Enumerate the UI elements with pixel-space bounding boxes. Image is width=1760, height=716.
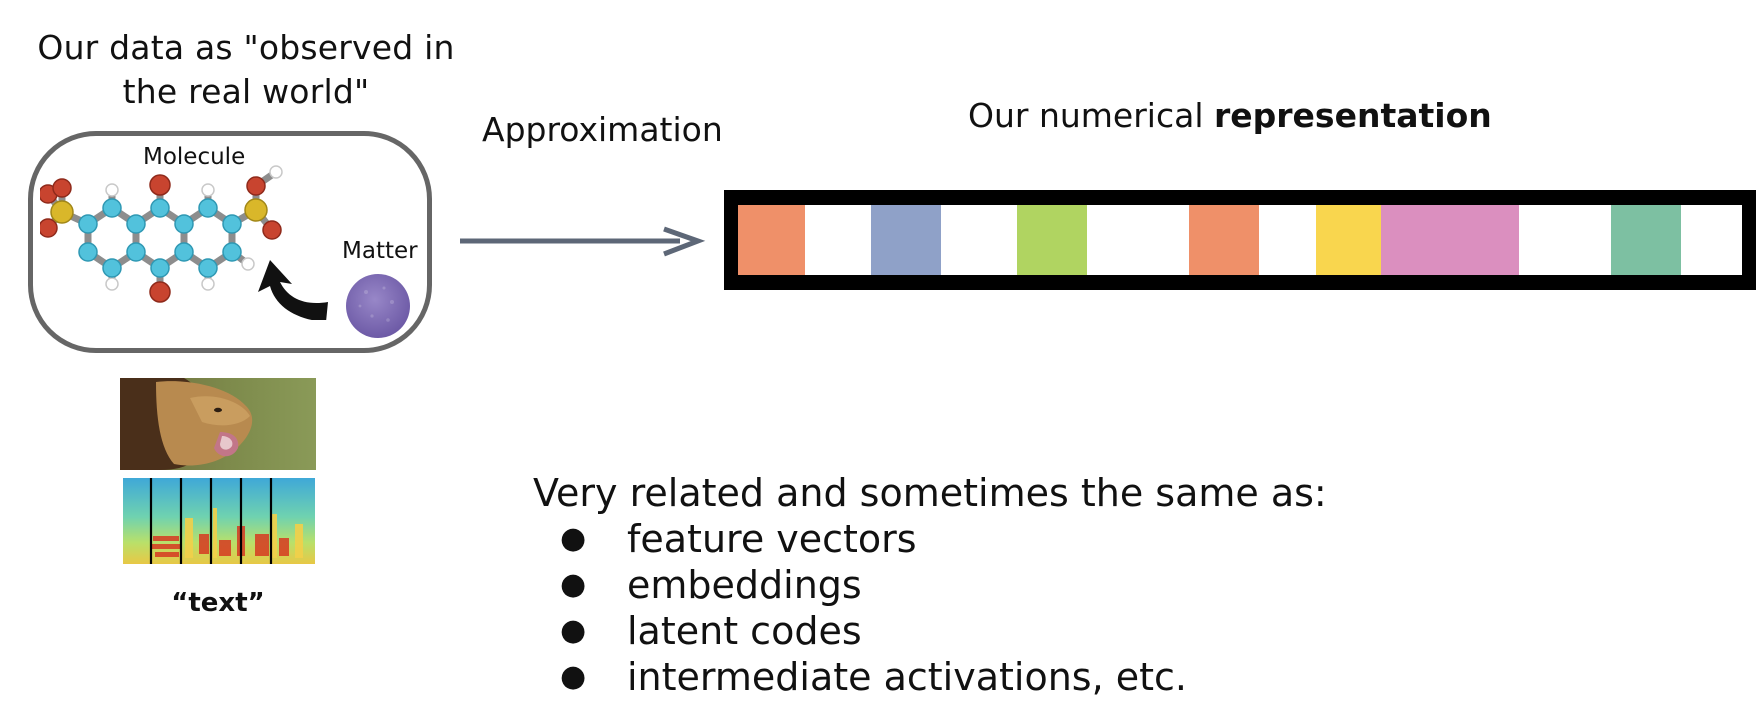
- related-terms-heading: Very related and sometimes the same as:: [533, 471, 1327, 515]
- bullet-icon: ●: [560, 521, 587, 556]
- source-title-line-1: Our data as "observed in: [37, 28, 455, 67]
- list-item: ● feature vectors: [533, 516, 1327, 562]
- vector-cell: [1381, 205, 1519, 275]
- list-item: ● intermediate activations, etc.: [533, 654, 1327, 700]
- list-item: ● latent codes: [533, 608, 1327, 654]
- approximation-label: Approximation: [482, 110, 723, 149]
- representation-vector: [724, 190, 1756, 290]
- list-item-label: intermediate activations, etc.: [627, 655, 1187, 699]
- molecule-illustration: [40, 165, 328, 320]
- vector-cells: [738, 205, 1742, 275]
- representation-title: Our numerical representation: [968, 96, 1492, 135]
- spectrogram-image: [123, 478, 315, 564]
- molecule-label: Molecule: [143, 144, 246, 170]
- related-terms-list: ● feature vectors ● embeddings ● latent …: [533, 516, 1327, 700]
- matter-label: Matter: [342, 238, 418, 264]
- vector-cell: [738, 205, 805, 275]
- vector-cell: [805, 205, 871, 275]
- vector-cell: [1087, 205, 1189, 275]
- list-item-label: latent codes: [627, 609, 862, 653]
- vector-cell: [1017, 205, 1087, 275]
- vector-cell: [1259, 205, 1316, 275]
- vector-cell: [1316, 205, 1381, 275]
- vector-cell: [1519, 205, 1611, 275]
- vector-cell: [1681, 205, 1742, 275]
- related-terms: Very related and sometimes the same as: …: [533, 470, 1327, 700]
- source-title-line-2: the real world": [122, 72, 370, 111]
- approximation-arrow: [460, 226, 706, 257]
- representation-title-bold: representation: [1214, 96, 1492, 135]
- vector-cell: [1189, 205, 1259, 275]
- vector-cell: [1611, 205, 1681, 275]
- matter-powder: [346, 274, 410, 338]
- list-item: ● embeddings: [533, 562, 1327, 608]
- vector-cell: [871, 205, 941, 275]
- bullet-icon: ●: [560, 613, 587, 648]
- lion-photo: [120, 378, 316, 470]
- representation-title-prefix: Our numerical: [968, 96, 1214, 135]
- bullet-icon: ●: [560, 567, 587, 602]
- list-item-label: feature vectors: [627, 517, 917, 561]
- text-label: “text”: [171, 588, 265, 618]
- bullet-icon: ●: [560, 659, 587, 694]
- vector-cell: [941, 205, 1017, 275]
- source-title: Our data as "observed in the real world": [30, 26, 462, 114]
- list-item-label: embeddings: [627, 563, 862, 607]
